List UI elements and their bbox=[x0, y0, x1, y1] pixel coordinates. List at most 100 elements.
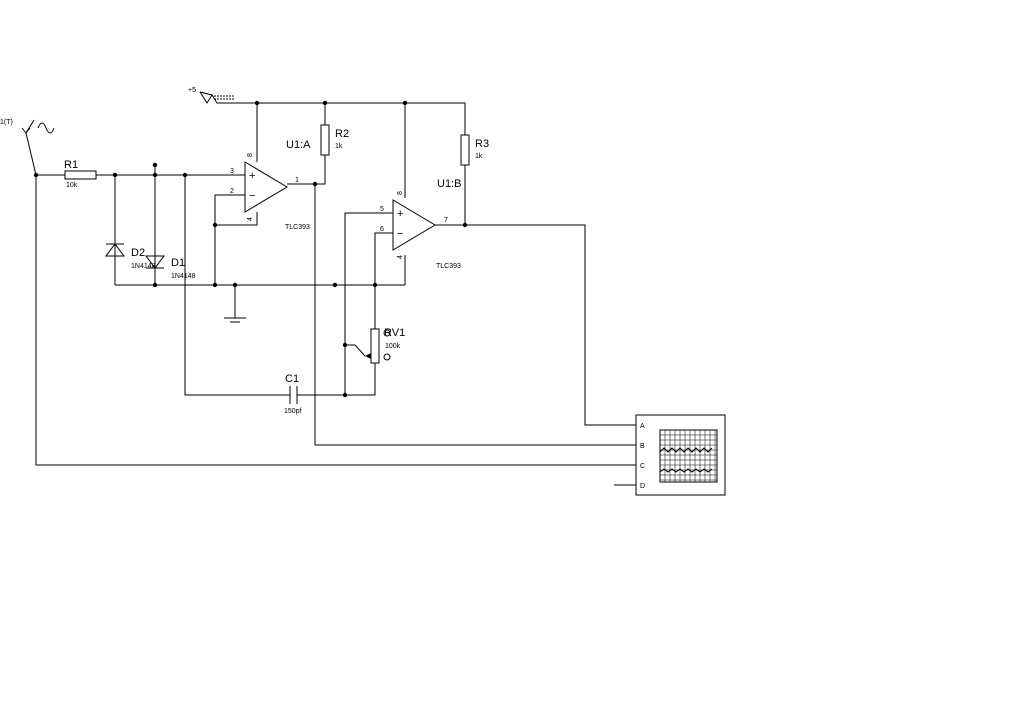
resistor-r2-body bbox=[320, 124, 330, 156]
wire-r2-bottom bbox=[315, 155, 326, 185]
u1b-pin-out: 7 bbox=[444, 217, 448, 224]
diode-d1: D1 1N4148 bbox=[145, 255, 196, 280]
wiper-arrow-icon bbox=[365, 353, 371, 359]
supply-label: +5 bbox=[188, 87, 196, 94]
oscilloscope-screen bbox=[659, 429, 718, 483]
u1b-pin-in-plus: 5 bbox=[380, 206, 384, 213]
r2-ref: R2 bbox=[335, 128, 349, 140]
junction bbox=[112, 172, 118, 178]
wires bbox=[25, 94, 636, 486]
rv1-ref: RV1 bbox=[384, 327, 405, 339]
junction bbox=[152, 172, 158, 178]
junction bbox=[332, 282, 338, 288]
resistor-r1-body bbox=[64, 170, 97, 180]
r1-value: 10k bbox=[66, 182, 78, 189]
oscilloscope: A B C D bbox=[635, 414, 726, 496]
u1a-pin-in-plus: 3 bbox=[230, 168, 234, 175]
rv1-value: 100k bbox=[385, 343, 401, 350]
wire-source-input bbox=[25, 132, 65, 176]
junction bbox=[462, 222, 468, 228]
scope-channel-a: A bbox=[640, 423, 645, 430]
u1a-pin-vminus: 4 bbox=[247, 217, 254, 221]
junction bbox=[342, 392, 348, 398]
scope-trace-icon bbox=[659, 468, 713, 473]
d2-ref: D2 bbox=[131, 247, 145, 259]
wire-u1a-vminus bbox=[215, 212, 258, 226]
u1b-ref: U1:B bbox=[437, 178, 461, 190]
scope-channel-d: D bbox=[640, 483, 645, 490]
wire-u1b-minus bbox=[374, 232, 380, 329]
wire-pot-wiper bbox=[345, 344, 366, 357]
wire-u1a-out bbox=[287, 183, 636, 446]
junction bbox=[312, 181, 318, 187]
r3-value: 1k bbox=[475, 153, 483, 160]
supply-arrow-icon bbox=[199, 91, 213, 104]
junction bbox=[322, 100, 328, 106]
sine-icon bbox=[37, 122, 55, 134]
opamp-u1a: + − U1:A TLC393 3 2 1 8 4 bbox=[230, 139, 311, 231]
junction bbox=[402, 100, 408, 106]
junction bbox=[254, 100, 260, 106]
junction bbox=[212, 222, 218, 228]
capacitor-c1: C1 150pf bbox=[284, 373, 302, 415]
oscilloscope-grid bbox=[660, 430, 717, 482]
d2-value: 1N4148 bbox=[131, 263, 156, 270]
u1a-pin-in-minus: 2 bbox=[230, 188, 234, 195]
wire-cap-right bbox=[297, 363, 376, 396]
junctions bbox=[33, 100, 468, 398]
resistor-r1: R1 10k bbox=[64, 159, 97, 189]
minus-sign: − bbox=[397, 228, 403, 240]
c1-value: 150pf bbox=[284, 408, 302, 415]
scope-channel-b: B bbox=[640, 443, 645, 450]
ground-icon bbox=[224, 317, 246, 323]
oscilloscope-body bbox=[635, 414, 726, 496]
wire-u1b-plus bbox=[344, 212, 380, 395]
pot-terminal-icon bbox=[383, 353, 391, 361]
u1a-ref: U1:A bbox=[286, 139, 311, 151]
resistor-r3-body bbox=[460, 134, 470, 166]
u1b-part: TLC393 bbox=[436, 263, 461, 270]
diode-d2-symbol bbox=[105, 243, 125, 257]
potentiometer-rv1-body bbox=[370, 328, 380, 364]
r1-ref: R1 bbox=[64, 159, 78, 171]
wire-cap-left bbox=[184, 175, 290, 396]
diode-d2: D2 1N4148 bbox=[105, 243, 156, 270]
u1b-pin-in-minus: 6 bbox=[380, 226, 384, 233]
u1b-pin-vminus: 4 bbox=[397, 255, 404, 259]
u1a-part: TLC393 bbox=[285, 224, 310, 231]
junction bbox=[232, 282, 238, 288]
u1a-pin-out: 1 bbox=[295, 177, 299, 184]
pot-terminal-icon bbox=[383, 329, 391, 337]
wire-input-to-scope-c bbox=[35, 175, 636, 466]
r3-ref: R3 bbox=[475, 138, 489, 150]
junction bbox=[152, 162, 158, 168]
ac-source: 1(T) bbox=[0, 119, 55, 134]
u1a-pin-vplus: 8 bbox=[247, 153, 254, 157]
junction bbox=[212, 282, 218, 288]
source-label: 1(T) bbox=[0, 119, 13, 126]
scope-trace-icon bbox=[659, 447, 713, 453]
junction bbox=[342, 342, 348, 348]
junction bbox=[152, 282, 158, 288]
scope-channel-c: C bbox=[640, 463, 645, 470]
wire-u1b-out bbox=[435, 224, 636, 426]
resistor-r3: R3 1k bbox=[460, 134, 489, 166]
junction bbox=[33, 172, 39, 178]
resistor-r2: R2 1k bbox=[320, 124, 349, 156]
minus-sign: − bbox=[249, 190, 255, 202]
d1-ref: D1 bbox=[171, 257, 185, 269]
c1-ref: C1 bbox=[285, 373, 299, 385]
u1b-pin-vplus: 8 bbox=[397, 191, 404, 195]
d1-value: 1N4148 bbox=[171, 273, 196, 280]
potentiometer-rv1: RV1 100k bbox=[365, 327, 405, 364]
opamp-u1a-symbol bbox=[244, 161, 288, 213]
opamp-u1b: + − U1:B TLC393 5 6 7 8 4 bbox=[380, 178, 461, 270]
junction bbox=[182, 172, 188, 178]
opamp-u1b-symbol bbox=[392, 199, 436, 251]
supply-terminal: +5 bbox=[188, 87, 234, 104]
junction bbox=[372, 282, 378, 288]
r2-value: 1k bbox=[335, 143, 343, 150]
diode-d1-symbol bbox=[145, 255, 165, 269]
plus-sign: + bbox=[397, 208, 403, 220]
